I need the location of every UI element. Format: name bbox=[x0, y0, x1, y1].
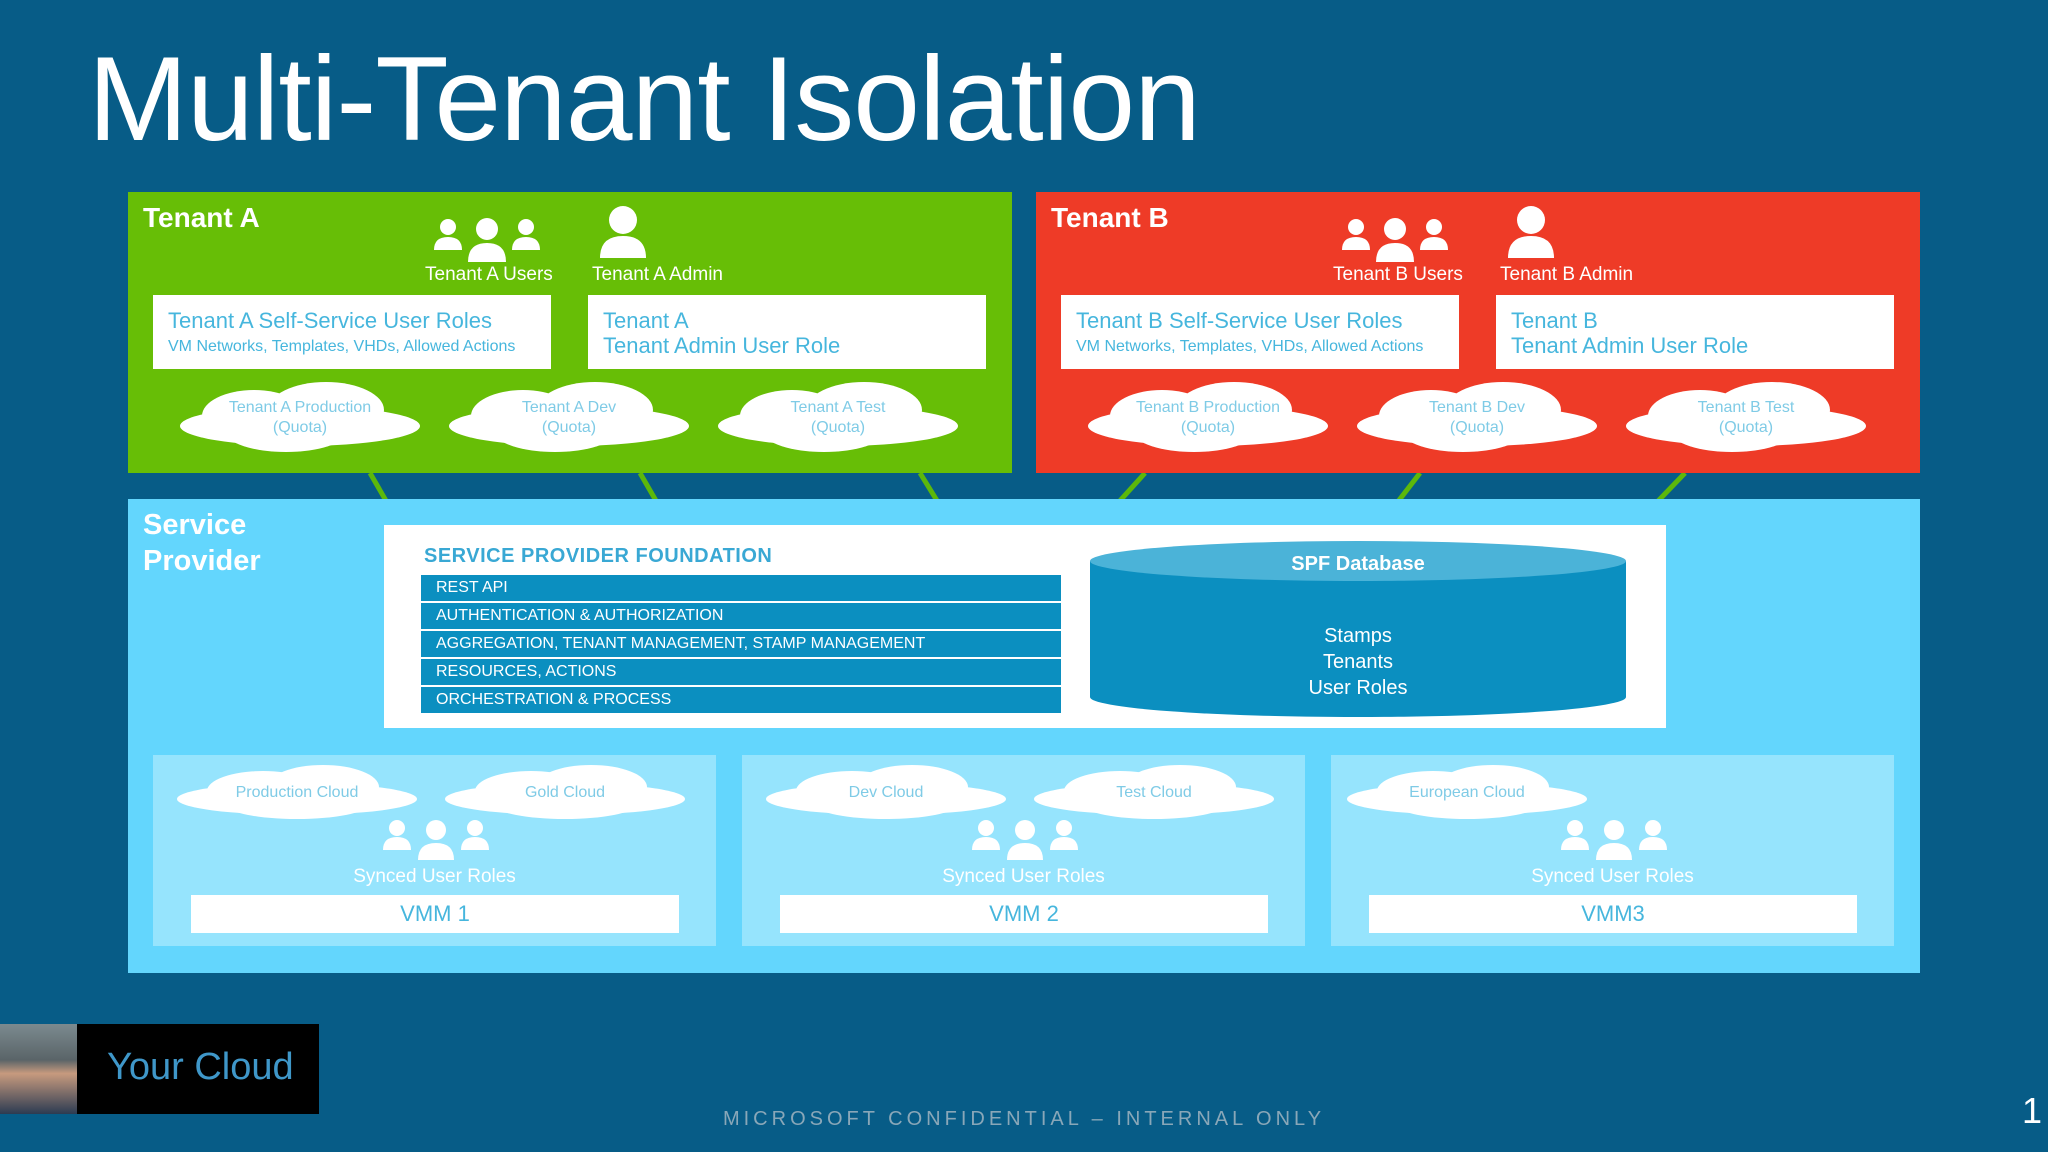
tenant-a-name: Tenant A bbox=[143, 202, 260, 233]
tenant-b-name: Tenant B bbox=[1051, 202, 1169, 233]
confidential-footer: MICROSOFT CONFIDENTIAL – INTERNAL ONLY bbox=[722, 1108, 1326, 1130]
cloud-gold: Gold Cloud bbox=[441, 763, 689, 821]
tenant-a-panel: Tenant A Tenant A Users Tenant A Admin T… bbox=[128, 192, 1012, 473]
cloud-tenant-b-test: Tenant B Test (Quota) bbox=[1622, 382, 1870, 454]
presenter-photo bbox=[0, 1024, 77, 1114]
cloud-tenant-a-production: Tenant A Production (Quota) bbox=[176, 382, 424, 454]
spf-layer: AGGREGATION, TENANT MANAGEMENT, STAMP MA… bbox=[421, 631, 1061, 657]
slide-title: Multi-Tenant Isolation bbox=[88, 32, 1201, 166]
cloud-quota: (Quota) bbox=[810, 419, 866, 436]
role-line-1: Tenant B bbox=[1511, 308, 1598, 333]
cloud-tenant-b-dev: Tenant B Dev (Quota) bbox=[1353, 382, 1601, 454]
role-line-2: Tenant Admin User Role bbox=[603, 333, 841, 358]
synced-users-icon bbox=[970, 817, 1080, 866]
spf-database: SPF Database Stamps Tenants User Roles bbox=[1088, 539, 1628, 721]
db-item: User Roles bbox=[1308, 677, 1408, 699]
db-items: Stamps Tenants User Roles bbox=[1088, 623, 1628, 701]
role-title: Tenant A Self-Service User Roles bbox=[168, 308, 493, 333]
role-title: Tenant B Self-Service User Roles bbox=[1076, 308, 1403, 333]
tenant-b-admin-role: Tenant B Tenant Admin User Role bbox=[1496, 295, 1894, 369]
vmm-panel-2: Dev Cloud Test Cloud Synced User Roles V… bbox=[742, 755, 1305, 946]
cloud-quota: (Quota) bbox=[1180, 419, 1236, 436]
cloud-tenant-b-production: Tenant B Production (Quota) bbox=[1084, 382, 1332, 454]
tenant-b-panel: Tenant B Tenant B Users Tenant B Admin T… bbox=[1036, 192, 1920, 473]
role-subtitle: VM Networks, Templates, VHDs, Allowed Ac… bbox=[168, 338, 516, 355]
tenant-a-admin-label: Tenant A Admin bbox=[592, 264, 723, 285]
cloud-quota: (Quota) bbox=[541, 419, 597, 436]
service-provider-name: Service Provider bbox=[143, 507, 261, 579]
tenant-a-admin-icon bbox=[598, 204, 648, 265]
db-item: Stamps bbox=[1324, 625, 1392, 647]
cloud-name: Dev Cloud bbox=[848, 784, 924, 801]
synced-users-icon bbox=[381, 817, 491, 866]
tenant-b-admin-label: Tenant B Admin bbox=[1500, 264, 1634, 285]
cloud-name: Test Cloud bbox=[1116, 784, 1192, 801]
tenant-a-self-service-roles: Tenant A Self-Service User Roles VM Netw… bbox=[153, 295, 551, 369]
spf-layer: RESOURCES, ACTIONS bbox=[421, 659, 1061, 685]
cloud-name: Tenant A Dev bbox=[521, 399, 617, 416]
spf-layer: AUTHENTICATION & AUTHORIZATION bbox=[421, 603, 1061, 629]
synced-user-roles-label: Synced User Roles bbox=[1531, 866, 1694, 887]
role-line-1: Tenant A bbox=[603, 308, 689, 333]
spf-title: SERVICE PROVIDER FOUNDATION bbox=[424, 545, 773, 567]
role-line-2: Tenant Admin User Role bbox=[1511, 333, 1749, 358]
cloud-production: Production Cloud bbox=[173, 763, 421, 821]
tenant-b-users-label: Tenant B Users bbox=[1333, 264, 1463, 285]
tenant-a-users-icon bbox=[432, 214, 542, 269]
vmm-name: VMM 1 bbox=[191, 895, 679, 933]
cloud-name: Tenant B Test bbox=[1697, 399, 1795, 416]
cloud-quota: (Quota) bbox=[1449, 419, 1505, 436]
cloud-tenant-a-dev: Tenant A Dev (Quota) bbox=[445, 382, 693, 454]
cloud-tenant-a-test: Tenant A Test (Quota) bbox=[714, 382, 962, 454]
spf-box: SERVICE PROVIDER FOUNDATION REST API AUT… bbox=[384, 525, 1666, 728]
vmm-panel-3: European Cloud Synced User Roles VMM3 bbox=[1331, 755, 1894, 946]
synced-users-icon bbox=[1559, 817, 1669, 866]
vmm-name: VMM 2 bbox=[780, 895, 1268, 933]
vmm-name: VMM3 bbox=[1369, 895, 1857, 933]
cloud-name: Tenant B Production bbox=[1135, 399, 1281, 416]
tenant-b-self-service-roles: Tenant B Self-Service User Roles VM Netw… bbox=[1061, 295, 1459, 369]
synced-user-roles-label: Synced User Roles bbox=[942, 866, 1105, 887]
cloud-name: Production Cloud bbox=[235, 784, 359, 801]
cloud-quota: (Quota) bbox=[272, 419, 328, 436]
role-subtitle: VM Networks, Templates, VHDs, Allowed Ac… bbox=[1076, 338, 1424, 355]
cloud-name: Tenant B Dev bbox=[1428, 399, 1526, 416]
cloud-test: Test Cloud bbox=[1030, 763, 1278, 821]
page-number: 1 bbox=[2022, 1090, 2043, 1131]
service-provider-panel: Service Provider SERVICE PROVIDER FOUNDA… bbox=[128, 499, 1920, 973]
synced-user-roles-label: Synced User Roles bbox=[353, 866, 516, 887]
vmm-panel-1: Production Cloud Gold Cloud Synced User … bbox=[153, 755, 716, 946]
badge-text: Your Cloud bbox=[107, 1046, 294, 1088]
tenant-a-admin-role: Tenant A Tenant Admin User Role bbox=[588, 295, 986, 369]
cloud-dev: Dev Cloud bbox=[762, 763, 1010, 821]
service-provider-name-line1: Service bbox=[143, 509, 247, 541]
db-title: SPF Database bbox=[1291, 553, 1425, 575]
spf-layer: REST API bbox=[421, 575, 1061, 601]
db-item: Tenants bbox=[1322, 651, 1394, 673]
cloud-name: Tenant A Test bbox=[790, 399, 886, 416]
tenant-b-users-icon bbox=[1340, 214, 1450, 269]
cloud-name: Tenant A Production bbox=[228, 399, 372, 416]
tenant-a-users-label: Tenant A Users bbox=[425, 264, 553, 285]
service-provider-name-line2: Provider bbox=[143, 545, 261, 577]
cloud-name: Gold Cloud bbox=[524, 784, 606, 801]
presenter-badge: Your Cloud bbox=[0, 1024, 319, 1114]
cloud-name: European Cloud bbox=[1409, 784, 1525, 801]
cloud-quota: (Quota) bbox=[1718, 419, 1774, 436]
cloud-european: European Cloud bbox=[1343, 763, 1591, 821]
spf-layer: ORCHESTRATION & PROCESS bbox=[421, 687, 1061, 713]
tenant-b-admin-icon bbox=[1506, 204, 1556, 265]
